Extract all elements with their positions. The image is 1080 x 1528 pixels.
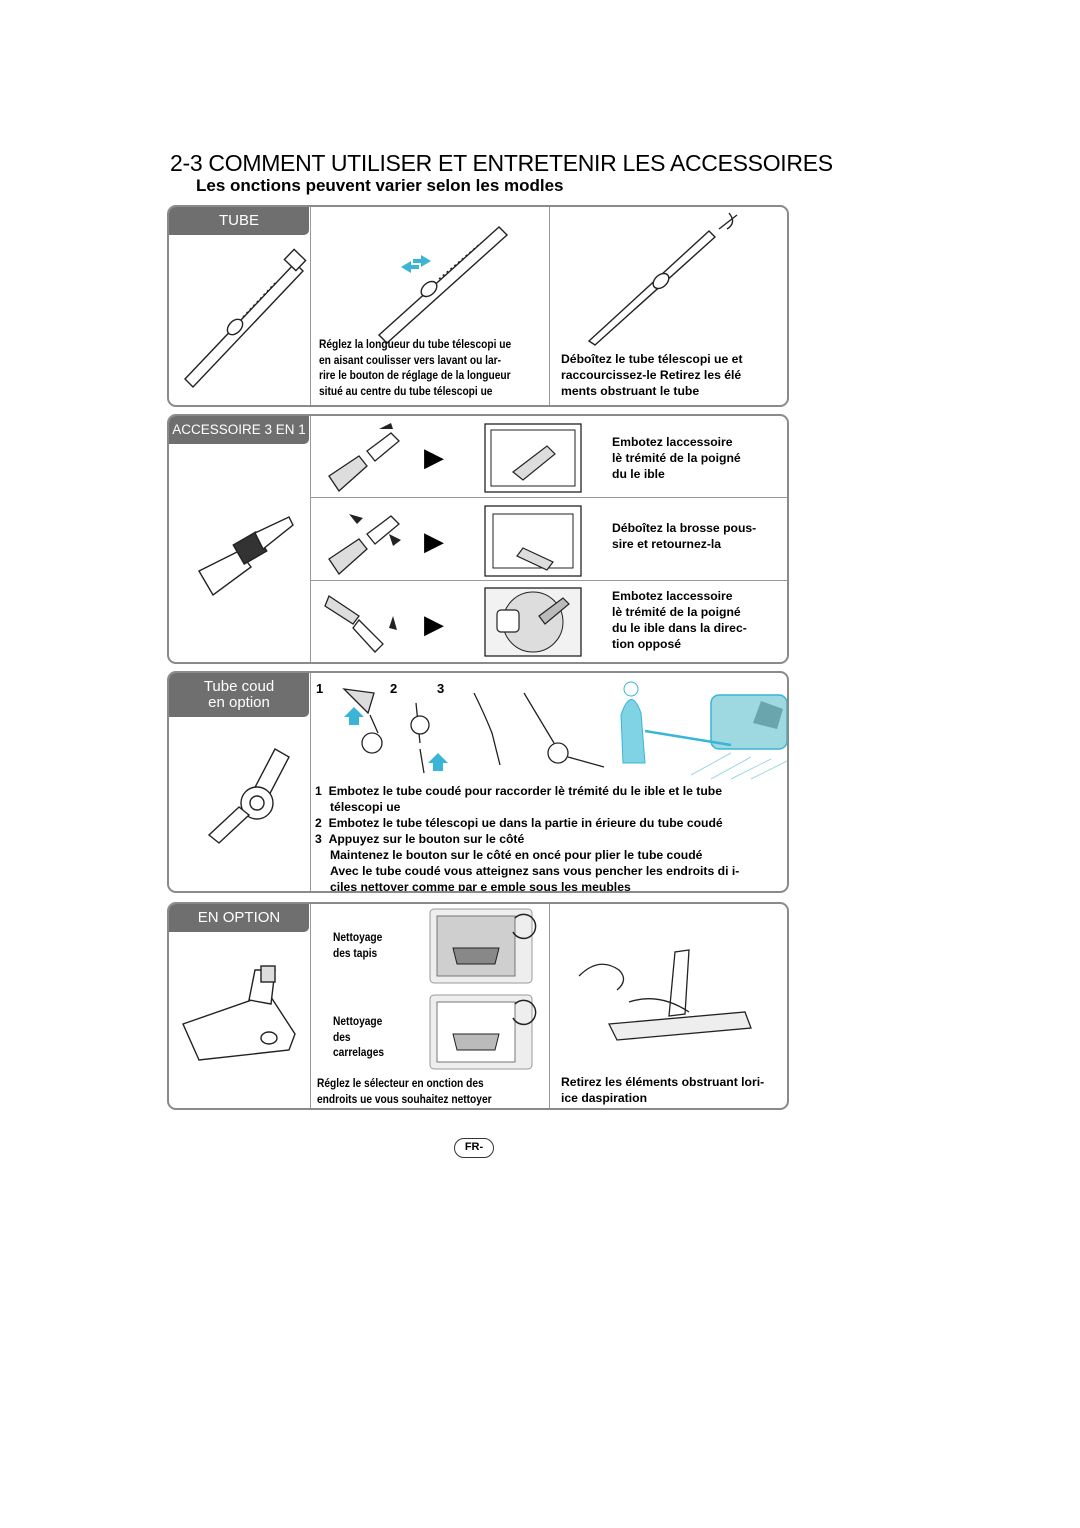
page-subtitle: Les onctions peuvent varier selon les mo… bbox=[196, 176, 564, 195]
accessoire-step3-line4: tion opposé bbox=[612, 637, 682, 651]
divider bbox=[310, 673, 311, 891]
instruction-1-number: 1 bbox=[315, 784, 322, 798]
instruction-1-line2: télescopi ue bbox=[330, 800, 401, 814]
arrow-right-icon: ▶ bbox=[424, 526, 444, 556]
tile-mode-illustration bbox=[429, 994, 537, 1070]
step-number-1: 1 bbox=[316, 681, 324, 696]
sofa-cleaning-illustration bbox=[620, 681, 787, 780]
accessoire-step1-line2: lè trémité de la poigné bbox=[612, 451, 741, 465]
accessoire-step3-line2: lè trémité de la poigné bbox=[612, 605, 741, 619]
en-option-caption-right-2: ice daspiration bbox=[561, 1091, 648, 1105]
divider bbox=[310, 904, 311, 1108]
label-carrelages-line1: Nettoyage bbox=[333, 1015, 383, 1028]
accessoire-step3-line3: du le ible dans la direc- bbox=[612, 621, 747, 635]
arrow-right-icon: ▶ bbox=[424, 609, 444, 639]
brush-cleaning-illustration bbox=[578, 949, 752, 1041]
person-icon bbox=[620, 699, 646, 764]
step-number-2: 2 bbox=[390, 681, 398, 696]
accessory-step3-result bbox=[484, 587, 582, 657]
accessoire-step3-line1: Embotez laccessoire bbox=[612, 589, 733, 603]
accessoire-step1-line1: Embotez laccessoire bbox=[612, 435, 733, 449]
instruction-2-line1: Embotez le tube télescopi ue dans la par… bbox=[328, 816, 723, 830]
divider bbox=[310, 580, 787, 581]
instruction-3-line1: Appuyez sur le bouton sur le côté bbox=[328, 832, 525, 846]
tube-caption-right-3: ments obstruant le tube bbox=[561, 384, 700, 398]
telescopic-tube-illustration bbox=[184, 248, 307, 389]
tube-caption-left-4: situé au centre du tube télescopi ue bbox=[319, 384, 493, 398]
accessoire-tag-label: ACCESSOIRE 3 EN 1 bbox=[172, 422, 306, 437]
tube-coude-note-line2: ciles nettoyer comme par e emple sous le… bbox=[330, 880, 631, 893]
bent-tube-steps-illustration bbox=[342, 688, 605, 774]
accessory-step2-illustration bbox=[328, 514, 401, 575]
accessory-step2-result bbox=[484, 505, 582, 577]
en-option-caption-left-1: Réglez le sélecteur en onction des bbox=[317, 1077, 484, 1090]
accessoire-step2-line1: Déboîtez la brosse pous- bbox=[612, 521, 757, 535]
label-carrelages-line2: des bbox=[333, 1030, 351, 1044]
divider bbox=[310, 497, 787, 498]
divider bbox=[549, 904, 550, 1108]
label-carrelages-line3: carrelages bbox=[333, 1046, 385, 1059]
accessoire-panel: ACCESSOIRE 3 EN 1 ▶ Embotez laccessoire … bbox=[167, 414, 789, 664]
divider bbox=[310, 416, 311, 662]
hand-icon bbox=[578, 963, 625, 991]
tube-caption-left-1: Réglez la longueur du tube télescopi ue bbox=[319, 338, 512, 351]
carpet-mode-illustration bbox=[429, 908, 537, 984]
instruction-2-number: 2 bbox=[315, 816, 322, 830]
tube-caption-left-2: en aisant coulisser vers lavant ou lar- bbox=[319, 353, 502, 367]
en-option-caption-left-2: endroits ue vous souhaitez nettoyer bbox=[317, 1092, 492, 1106]
label-tapis-line2: des tapis bbox=[333, 946, 378, 960]
accessoire-step2-line2: sire et retournez-la bbox=[612, 537, 722, 551]
en-option-panel: EN OPTION Nettoyage des tapis Nettoyage … bbox=[167, 902, 789, 1110]
tube-coude-note-line1: Avec le tube coudé vous atteignez sans v… bbox=[330, 864, 740, 878]
tube-caption-right-1: Déboîtez le tube télescopi ue et bbox=[561, 352, 743, 366]
accessory-step3-illustration bbox=[324, 595, 397, 653]
accessory-step1-result bbox=[484, 423, 582, 493]
label-tapis-line1: Nettoyage bbox=[333, 931, 383, 944]
arrow-right-icon: ▶ bbox=[424, 442, 444, 472]
tube-adjust-illustration bbox=[377, 226, 509, 344]
instruction-3-number: 3 bbox=[315, 832, 322, 846]
tube-tag: TUBE bbox=[169, 207, 309, 235]
step-number-3: 3 bbox=[437, 681, 445, 696]
tube-detach-illustration bbox=[587, 212, 738, 346]
en-option-tag-label: EN OPTION bbox=[197, 909, 281, 926]
en-option-caption-right-1: Retirez les éléments obstruant lori- bbox=[561, 1075, 765, 1089]
tube-panel: TUBE Réglez la longueur du tube bbox=[167, 205, 789, 407]
divider bbox=[549, 207, 550, 405]
tube-caption-left-3: rire le bouton de réglage de la longueur bbox=[319, 369, 511, 382]
tube-tag-label: TUBE bbox=[218, 212, 259, 229]
page-number-badge: FR- bbox=[454, 1138, 494, 1158]
divider bbox=[310, 207, 311, 405]
tube-coude-tag-line2: en option bbox=[208, 693, 270, 711]
tube-coude-tag: Tube coud en option bbox=[169, 673, 309, 717]
tube-caption-right-2: raccourcissez-le Retirez les élé bbox=[561, 368, 742, 382]
accessoire-step1-line3: du le ible bbox=[612, 467, 665, 481]
accessoire-tag: ACCESSOIRE 3 EN 1 bbox=[169, 416, 309, 444]
floor-brush-illustration bbox=[182, 965, 296, 1061]
tube-coude-tag-line1: Tube coud bbox=[203, 678, 275, 695]
crevice-tool-illustration bbox=[198, 516, 294, 597]
page-title: 2-3 COMMENT UTILISER ET ENTRETENIR LES A… bbox=[170, 150, 833, 176]
bent-tube-illustration bbox=[207, 748, 290, 844]
accessory-step1-illustration bbox=[328, 423, 400, 492]
en-option-tag: EN OPTION bbox=[169, 904, 309, 932]
tube-coude-panel: Tube coud en option 1 2 3 bbox=[167, 671, 789, 893]
instruction-3-line2: Maintenez le bouton sur le côté en oncé … bbox=[330, 848, 703, 862]
instruction-1-line1: Embotez le tube coudé pour raccorder lè … bbox=[328, 784, 723, 798]
